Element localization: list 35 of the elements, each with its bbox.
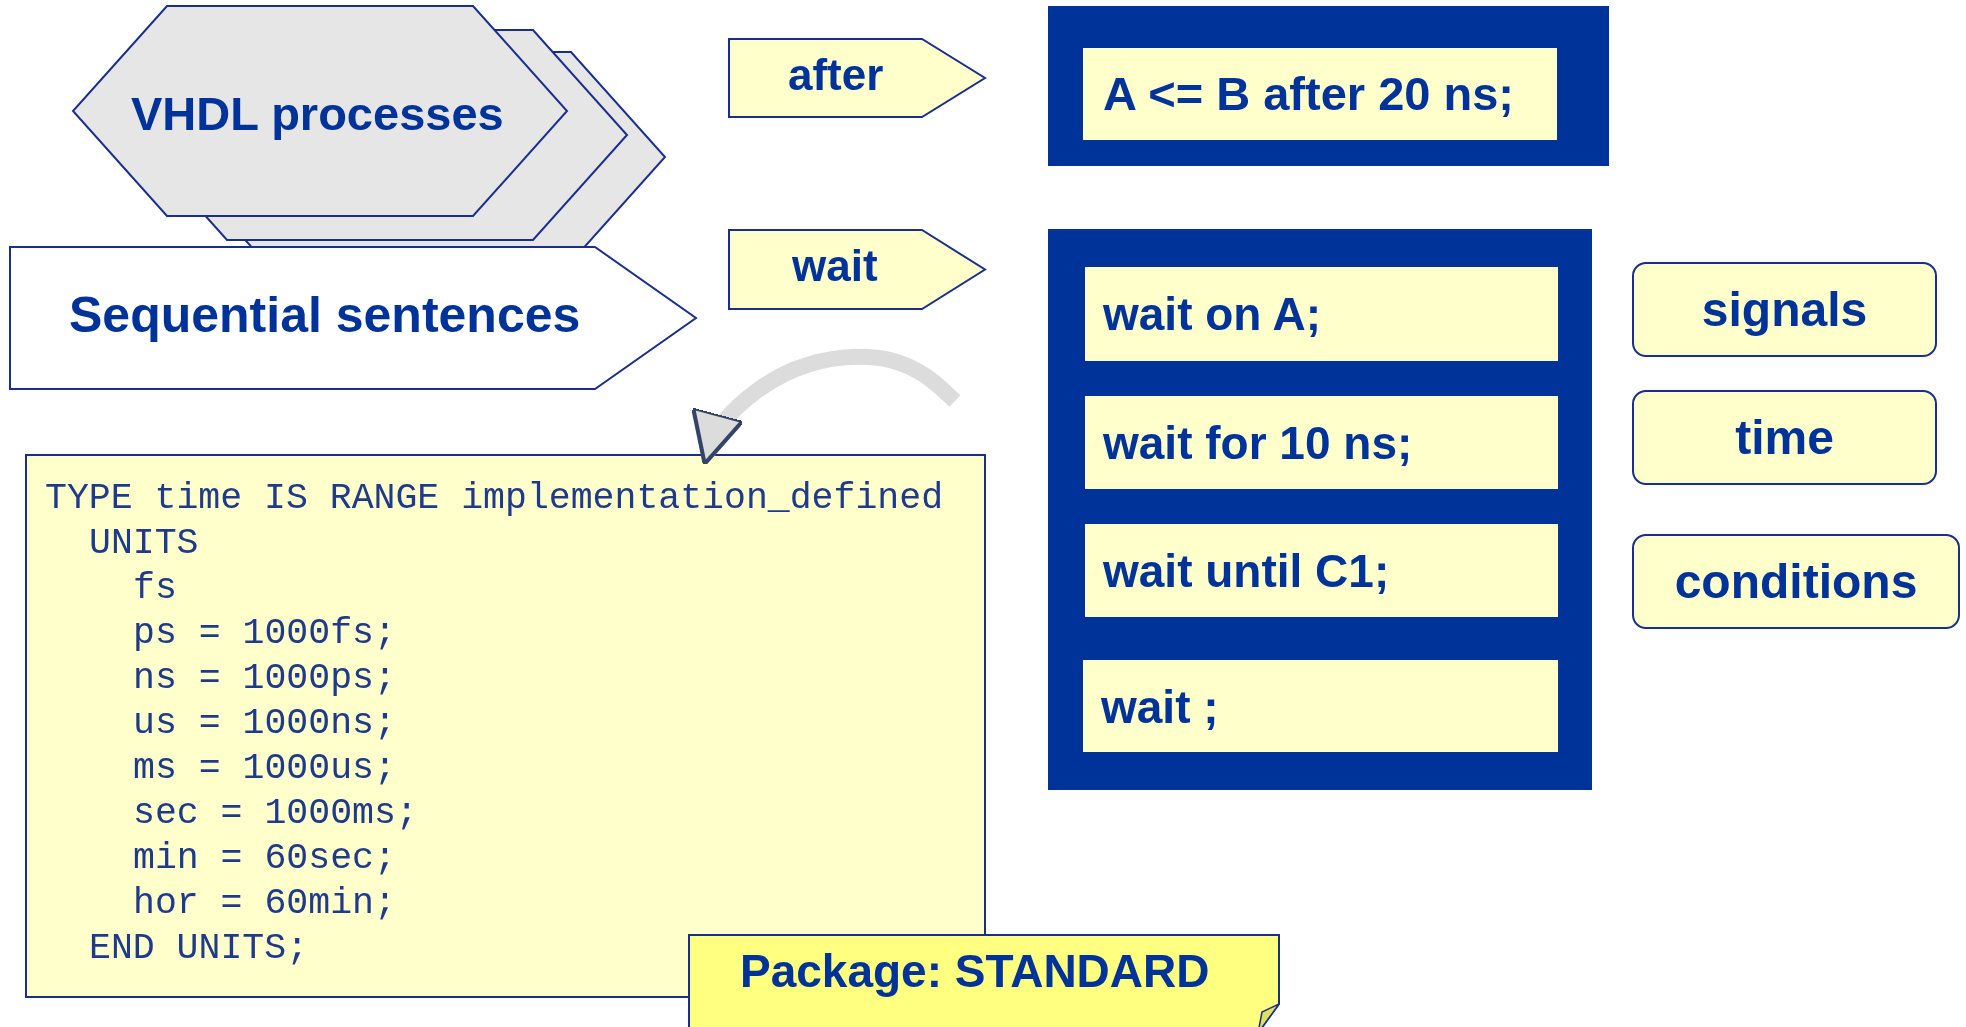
code-line: UNITS	[89, 522, 199, 566]
code-line: ns = 1000ps;	[133, 657, 396, 701]
label-text: Package: STANDARD	[740, 944, 1210, 998]
code-line: hor = 60min;	[133, 882, 396, 926]
label-text: wait on A;	[1103, 287, 1322, 341]
panel	[1048, 229, 1592, 790]
code-line: us = 1000ns;	[133, 702, 396, 746]
code-line: TYPE time IS RANGE implementation_defined	[45, 477, 944, 521]
curved-arrow	[691, 348, 961, 466]
rounded-box	[1632, 262, 1937, 357]
label-text: VHDL processes	[131, 86, 504, 141]
label-text: signals	[1700, 282, 1869, 338]
statement-box	[1083, 48, 1557, 140]
label-text: conditions	[1673, 554, 1919, 610]
rounded-box	[1632, 390, 1937, 485]
code-line: min = 60sec;	[133, 837, 396, 881]
label-text: after	[788, 50, 884, 100]
code-line: sec = 1000ms;	[133, 792, 418, 836]
label-text: wait ;	[1101, 680, 1219, 734]
panel	[1048, 6, 1609, 166]
statement-box	[1085, 267, 1558, 361]
statement-box	[1085, 396, 1558, 489]
label-text: wait until C1;	[1103, 544, 1390, 598]
label-text: time	[1734, 410, 1835, 466]
statement-box	[1085, 524, 1558, 617]
label-text: Sequential sentences	[69, 286, 581, 344]
rounded-box	[1632, 534, 1960, 629]
statement-box	[1083, 660, 1558, 752]
code-line: ms = 1000us;	[133, 747, 396, 791]
label-text: wait for 10 ns;	[1103, 416, 1413, 470]
code-line: END UNITS;	[89, 927, 309, 971]
code-line: ps = 1000fs;	[133, 612, 396, 656]
code-line: fs	[133, 567, 177, 611]
label-text: A <= B after 20 ns;	[1103, 66, 1514, 121]
label-text: wait	[792, 241, 878, 291]
